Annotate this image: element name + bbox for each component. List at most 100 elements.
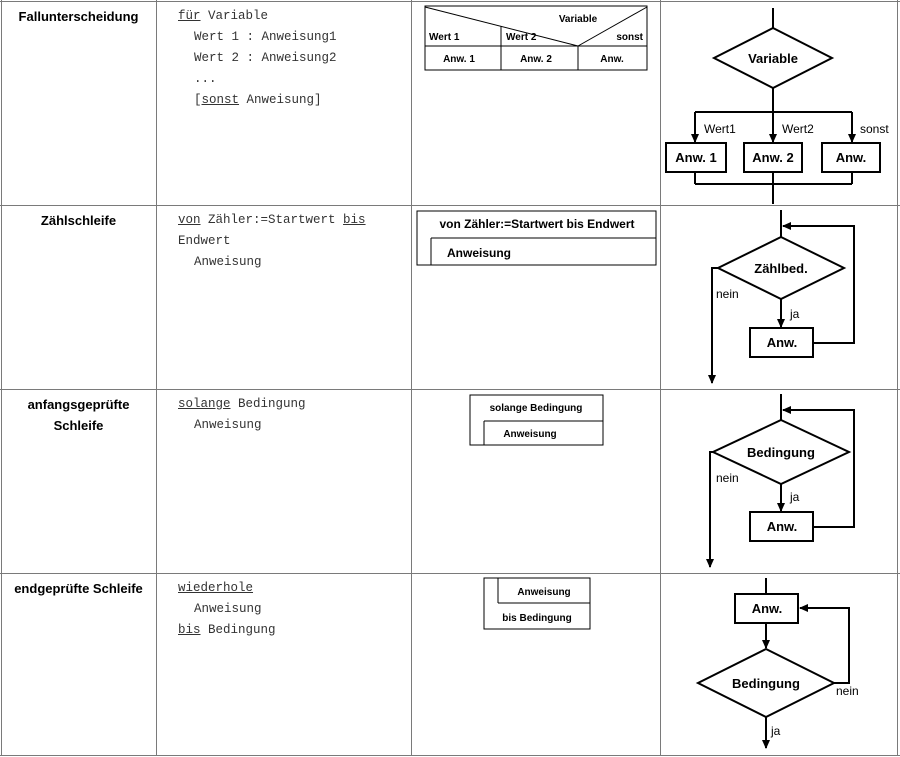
flow-decision-label: Bedingung	[732, 676, 800, 691]
row-title-endgepruefte-schleife: endgeprüfte Schleife	[2, 578, 155, 599]
structogram-frame	[469, 394, 604, 446]
structogram-case-label: sonst	[616, 32, 643, 43]
flow-exit-arrow	[706, 451, 714, 568]
code-line: [sonst Anweisung]	[178, 90, 337, 111]
structogram-counting-loop	[416, 210, 657, 266]
code-text: [	[194, 93, 202, 107]
code-text: Anweisung]	[239, 93, 322, 107]
flow-loop-back-arrow	[782, 406, 855, 528]
structogram-statement: Anw. 1	[443, 54, 475, 65]
table-column-divider	[660, 0, 661, 756]
structogram-statement: Anw. 2	[520, 54, 552, 65]
code-line: solange Bedingung	[178, 394, 306, 415]
code-line: Anweisung	[194, 602, 262, 616]
flowchart-do-while-loop	[695, 578, 850, 749]
structogram-case-label: Wert 2	[506, 32, 537, 43]
flow-branch-label: nein	[716, 287, 739, 301]
code-keyword: bis	[343, 213, 366, 227]
code-line: ...	[194, 72, 217, 86]
pseudocode-fallunterscheidung: für Variable Wert 1 : Anweisung1 Wert 2 …	[178, 6, 337, 111]
flow-process-label: Anw.	[836, 150, 867, 165]
code-line: Endwert	[178, 234, 231, 248]
code-line: Anweisung	[194, 418, 262, 432]
row-title-zaehlschleife: Zählschleife	[2, 210, 155, 231]
flow-branch-label: ja	[770, 724, 781, 738]
flow-branch-label: Wert1	[704, 122, 736, 136]
code-line: Anweisung	[194, 255, 262, 269]
row-title-anfangsgepruefte-schleife: anfangsgeprüfte Schleife	[2, 394, 155, 436]
structogram-loop-header: von Zähler:=Startwert bis Endwert	[439, 217, 634, 231]
structogram-case	[424, 5, 648, 71]
flowchart-counting-loop	[708, 210, 855, 384]
flow-branch-label: sonst	[860, 122, 889, 136]
row-title-fallunterscheidung: Fallunterscheidung	[2, 6, 155, 27]
row-title-text: anfangsgeprüfte	[27, 397, 130, 412]
flow-process-box	[665, 142, 727, 173]
row-title-text: Zählschleife	[40, 213, 117, 228]
flow-process-box	[821, 142, 881, 173]
flowchart-while-loop	[706, 394, 855, 568]
structogram-loop-body: Anweisung	[447, 246, 511, 260]
flow-process-label: Anw. 2	[752, 150, 793, 165]
code-keyword: wiederhole	[178, 581, 254, 595]
table-border-right	[897, 0, 898, 756]
row-title-text: Schleife	[53, 418, 104, 433]
flow-decision-label: Variable	[748, 51, 798, 66]
flow-process-label: Anw.	[767, 335, 798, 350]
flow-exit-arrow	[708, 267, 718, 384]
code-text: Bedingung	[230, 397, 306, 411]
table-border-left	[1, 0, 2, 756]
structogram-statement: Anw.	[600, 54, 624, 65]
code-line: für Variable	[178, 6, 337, 27]
flow-process-label: Anw.	[752, 601, 783, 616]
structogram-diagonal-right	[577, 6, 648, 47]
structogram-while-loop	[469, 394, 604, 446]
structogram-variable-label: Variable	[559, 14, 598, 25]
table-row-divider	[0, 205, 900, 206]
flow-branch-label: ja	[789, 490, 800, 504]
flow-decision-label: Zählbed.	[754, 261, 807, 276]
flow-decision-label: Bedingung	[747, 445, 815, 460]
code-line: bis Bedingung	[178, 620, 276, 641]
row-title-text: Fallunterscheidung	[18, 9, 139, 24]
code-keyword: solange	[178, 397, 231, 411]
structogram-loop-footer: bis Bedingung	[502, 613, 571, 624]
flow-process-label: Anw.	[767, 519, 798, 534]
code-keyword: bis	[178, 623, 201, 637]
code-text: Variable	[200, 9, 269, 23]
code-line: wiederhole	[178, 578, 276, 599]
pseudocode-anfangsgepruefte-schleife: solange Bedingung Anweisung	[178, 394, 306, 436]
code-keyword: für	[178, 9, 201, 23]
structogram-loop-header: solange Bedingung	[490, 403, 583, 414]
code-line: Wert 2 : Anweisung2	[194, 51, 337, 65]
flowchart-case	[665, 8, 881, 204]
table-column-divider	[156, 0, 157, 756]
structogram-frame	[424, 5, 648, 71]
code-text: Bedingung	[200, 623, 276, 637]
table-row-divider	[0, 389, 900, 390]
structogram-case-label: Wert 1	[429, 32, 460, 43]
table-row-divider	[0, 573, 900, 574]
code-line: Wert 1 : Anweisung1	[194, 30, 337, 44]
flow-branch-label: ja	[789, 307, 800, 321]
flow-branch-label: Wert2	[782, 122, 814, 136]
row-title-text: endgeprüfte Schleife	[14, 581, 143, 596]
pseudocode-zaehlschleife: von Zähler:=Startwert bis Endwert Anweis…	[178, 210, 366, 273]
flow-process-box	[734, 593, 799, 624]
table-border-top	[0, 1, 900, 2]
flow-branch-label: nein	[836, 684, 859, 698]
code-keyword: sonst	[201, 93, 240, 107]
table-column-divider	[411, 0, 412, 756]
flow-loop-back-arrow	[799, 604, 850, 684]
pseudocode-endgepruefte-schleife: wiederhole Anweisung bis Bedingung	[178, 578, 276, 641]
flow-process-box	[743, 142, 803, 173]
structogram-do-while-loop	[483, 577, 591, 630]
structogram-loop-body: Anweisung	[503, 429, 556, 440]
flow-loop-back-arrow	[782, 222, 855, 344]
flow-process-label: Anw. 1	[675, 150, 716, 165]
code-keyword: von	[178, 213, 201, 227]
code-line: von Zähler:=Startwert bis	[178, 210, 366, 231]
code-text: Zähler:=Startwert	[200, 213, 344, 227]
